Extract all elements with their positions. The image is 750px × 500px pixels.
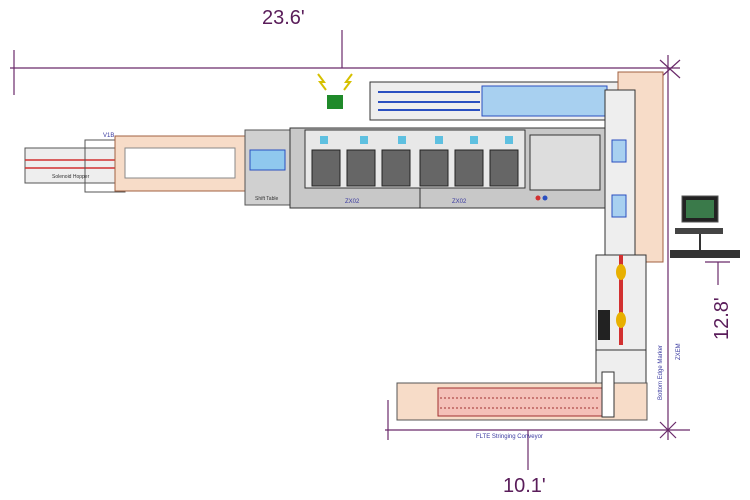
transfer-module	[124, 147, 236, 179]
warning-lights-icon	[317, 73, 353, 109]
top-tag-label: V1B	[103, 133, 114, 139]
stringing-conveyor	[396, 371, 648, 421]
dimension-bottom	[385, 400, 690, 470]
dimension-depth	[705, 261, 730, 285]
hopper-label: Solenoid Hopper	[52, 174, 90, 180]
bottom-dimension-label: 10.1'	[503, 475, 546, 497]
table-label: Shift Table	[255, 196, 278, 202]
zone-a-label: ZX02	[345, 199, 360, 205]
vertical-transfer	[595, 71, 664, 401]
zone-b-label: ZX02	[452, 199, 467, 205]
depth-dimension-label: 12.8'	[711, 297, 733, 340]
zxem-label: ZXEM	[676, 343, 682, 360]
width-dimension-label: 23.6'	[262, 7, 305, 29]
shift-table-head	[249, 149, 286, 171]
top-conveyor	[369, 81, 621, 121]
dimension-width	[10, 30, 681, 440]
marker-label: Bottom Edge Marker	[658, 345, 664, 400]
main-machine	[289, 127, 606, 209]
conveyor-label: FLTE Stringing Conveyor	[476, 434, 543, 440]
computer-workstation-icon	[670, 195, 740, 258]
